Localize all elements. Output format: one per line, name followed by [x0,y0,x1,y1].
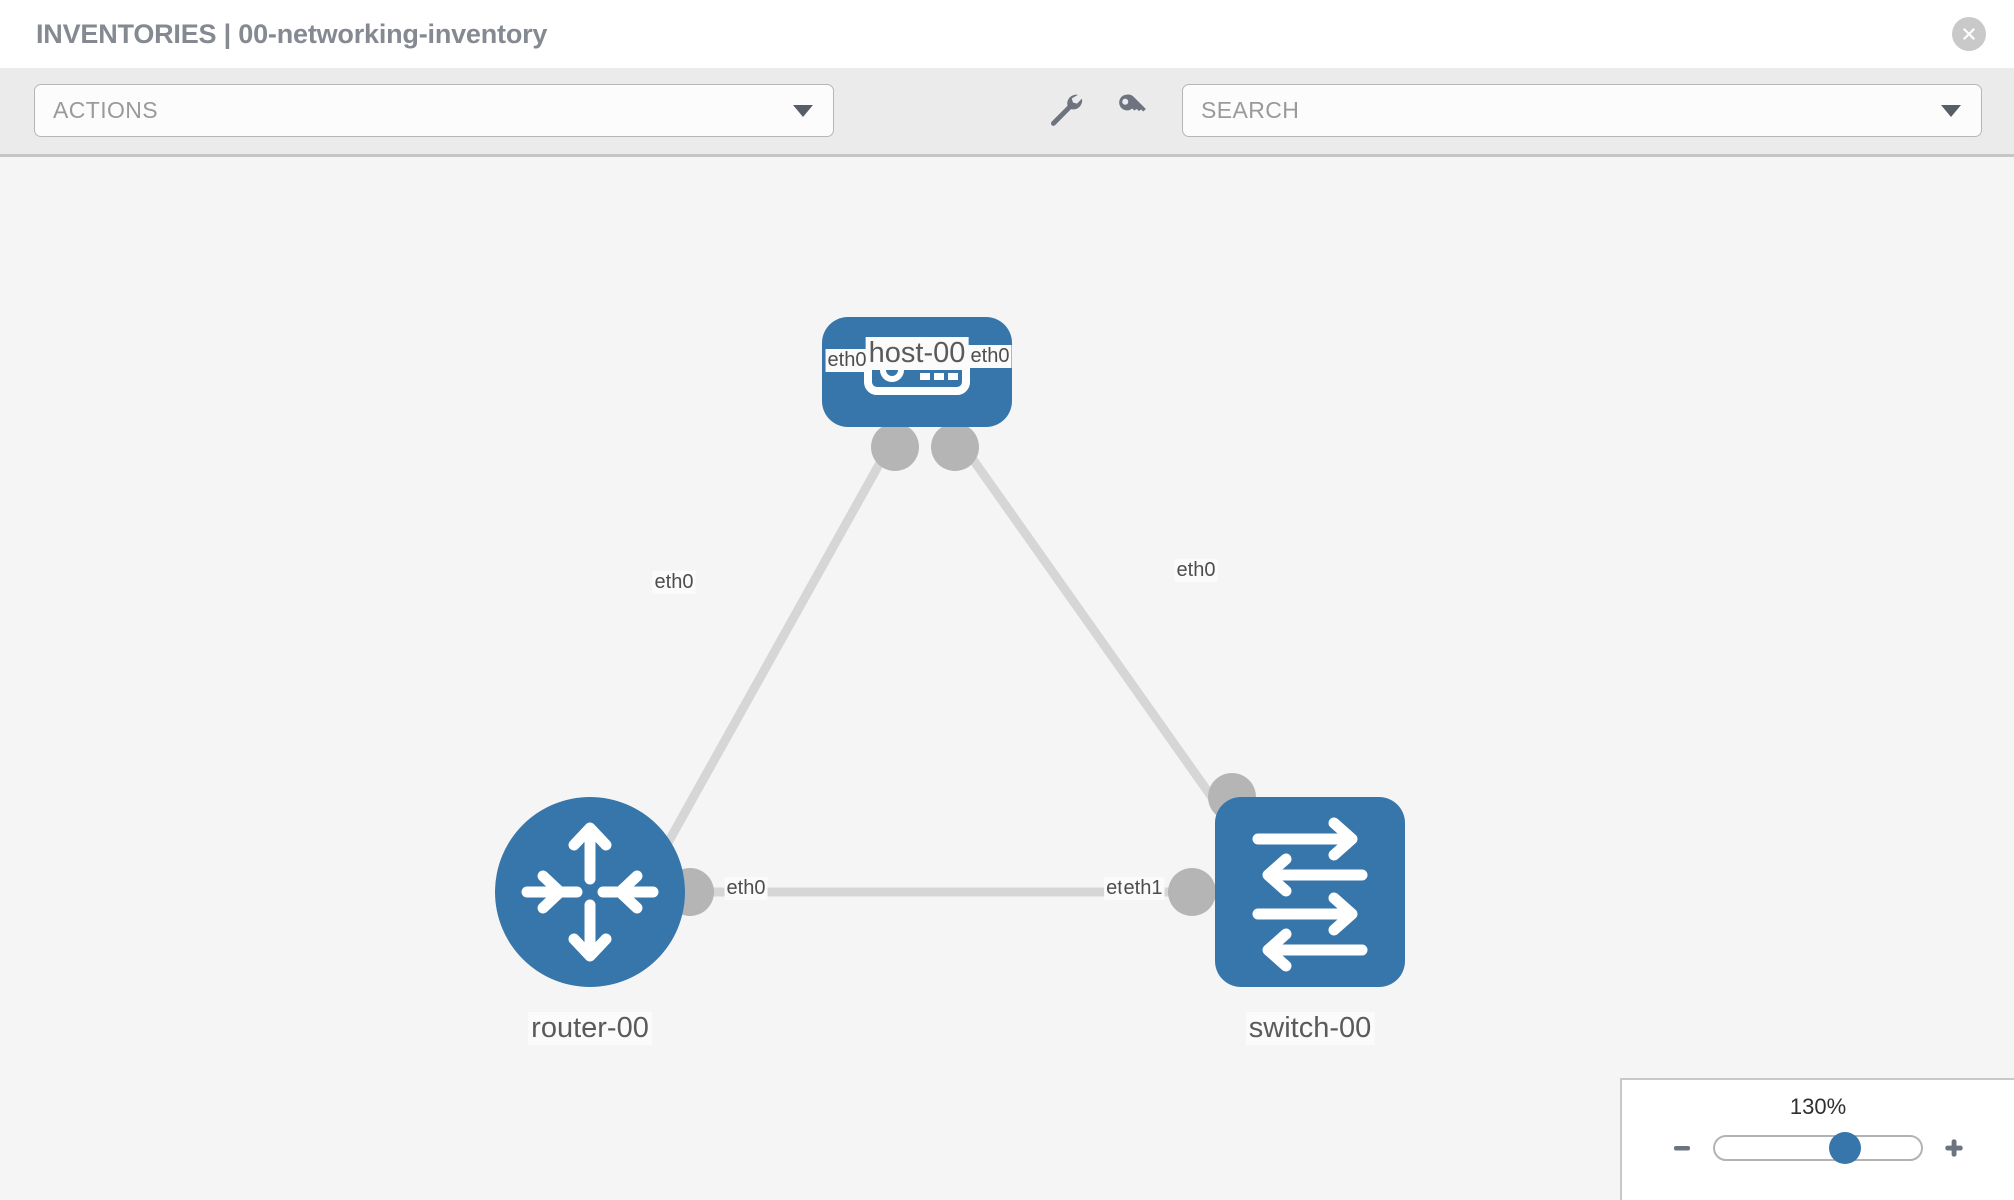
chevron-down-icon [1941,104,1961,117]
topology-graph [495,317,1405,987]
iface-label: eth0 [724,877,768,900]
iface-label: eth0 [652,571,696,594]
topology-canvas[interactable]: host-00 router-00 switch-00 eth0 eth0 et… [0,157,2014,1200]
iface-label: eth0 [1174,559,1218,582]
node-switch-00[interactable] [1215,797,1405,987]
node-label-switch-00: switch-00 [1245,1012,1375,1045]
page-title: INVENTORIES | 00-networking-inventory [36,18,548,49]
actions-dropdown-label: ACTIONS [53,97,159,123]
zoom-slider[interactable] [1713,1132,1923,1164]
search-placeholder: SEARCH [1201,97,1300,123]
iface-label: eth1 [1121,877,1165,900]
chevron-down-icon [793,104,813,117]
switch-icon [1252,817,1368,972]
zoom-slider-thumb[interactable] [1828,1132,1861,1164]
wrench-icon[interactable] [1046,90,1084,133]
search-input[interactable]: SEARCH [1182,84,1982,137]
node-host-00[interactable] [822,317,1012,427]
actions-dropdown[interactable]: ACTIONS [34,84,834,137]
node-label-host-00: host-00 [865,337,969,370]
link-host-switch [946,424,1244,840]
link-host-router [656,424,904,860]
topology-links [656,424,1250,897]
key-icon[interactable] [1114,90,1152,133]
page-header: INVENTORIES | 00-networking-inventory [0,0,2014,68]
node-label-router-00: router-00 [528,1012,652,1045]
zoom-out-button[interactable] [1669,1135,1695,1161]
router-icon [521,822,659,962]
zoom-in-button[interactable] [1941,1135,1967,1161]
connector-switch-left [1168,868,1216,916]
toolbar: ACTIONS SEARCH [0,68,2014,157]
zoom-level-value: 130% [1789,1094,1847,1119]
iface-label: eth0 [825,349,869,372]
iface-label: eth0 [968,345,1012,368]
connector-host-left [871,423,919,471]
zoom-control-panel: 130% [1620,1078,2014,1200]
connector-host-right [931,423,979,471]
close-icon[interactable] [1952,17,1986,51]
node-router-00[interactable] [495,797,685,987]
topology-connectors [666,423,1256,916]
